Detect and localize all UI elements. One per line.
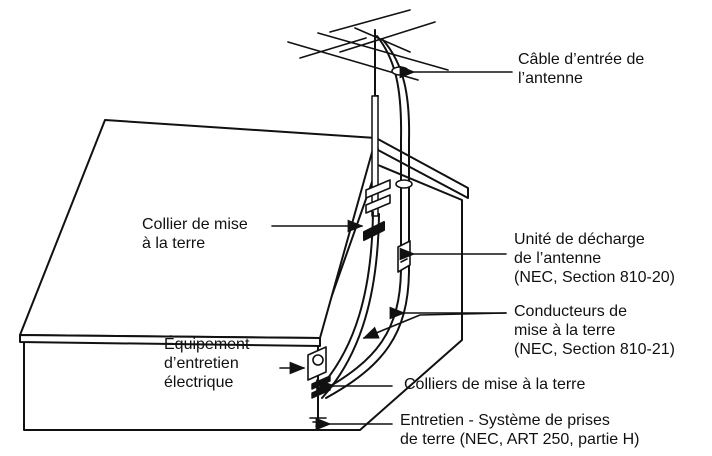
mast-standoffs	[365, 179, 413, 214]
label-line: Équipement	[164, 336, 250, 353]
label-line: de l’antenne	[514, 250, 602, 267]
antenna-mast	[371, 29, 379, 217]
label-electrode-system: Entretien - Système de prises de terre (…	[400, 411, 640, 449]
label-line: (NEC, Section 810-21)	[514, 341, 675, 358]
label-line: d’entretien	[164, 355, 239, 372]
antenna-elements	[287, 9, 449, 81]
label-line: de terre (NEC, ART 250, partie H)	[400, 431, 640, 448]
label-line: (NEC, Section 810-20)	[514, 269, 675, 286]
roof-eave	[19, 334, 321, 347]
leader-lines	[271, 65, 513, 431]
label-line: Câble d’entrée de	[518, 51, 645, 68]
lead-in-loop	[391, 66, 409, 76]
label-line: Colliers de mise à la terre	[404, 376, 586, 393]
label-line: mise à la terre	[514, 322, 616, 339]
label-line: Collier de mise	[142, 216, 248, 233]
label-line: à la terre	[142, 235, 206, 252]
label-line: Conducteurs de	[514, 303, 627, 320]
label-line: Unité de décharge	[514, 231, 645, 248]
electric-service-box	[307, 346, 327, 393]
ground-clamp	[363, 221, 385, 241]
label-line: Entretien - Système de prises	[400, 412, 610, 429]
label-line: l’antenne	[518, 70, 583, 87]
label-ground-clamp: Collier de mise à la terre	[142, 215, 248, 253]
label-electric-service: Équipement d’entretien électrique	[164, 335, 249, 392]
label-ground-clamps: Colliers de mise à la terre	[404, 375, 585, 394]
label-grounding-conductors: Conducteurs de mise à la terre (NEC, Sec…	[514, 302, 675, 359]
label-line: électrique	[164, 374, 234, 391]
label-discharge-unit: Unité de décharge de l’antenne (NEC, Sec…	[514, 230, 675, 287]
label-antenna-lead-in: Câble d’entrée de l’antenne	[518, 50, 644, 88]
